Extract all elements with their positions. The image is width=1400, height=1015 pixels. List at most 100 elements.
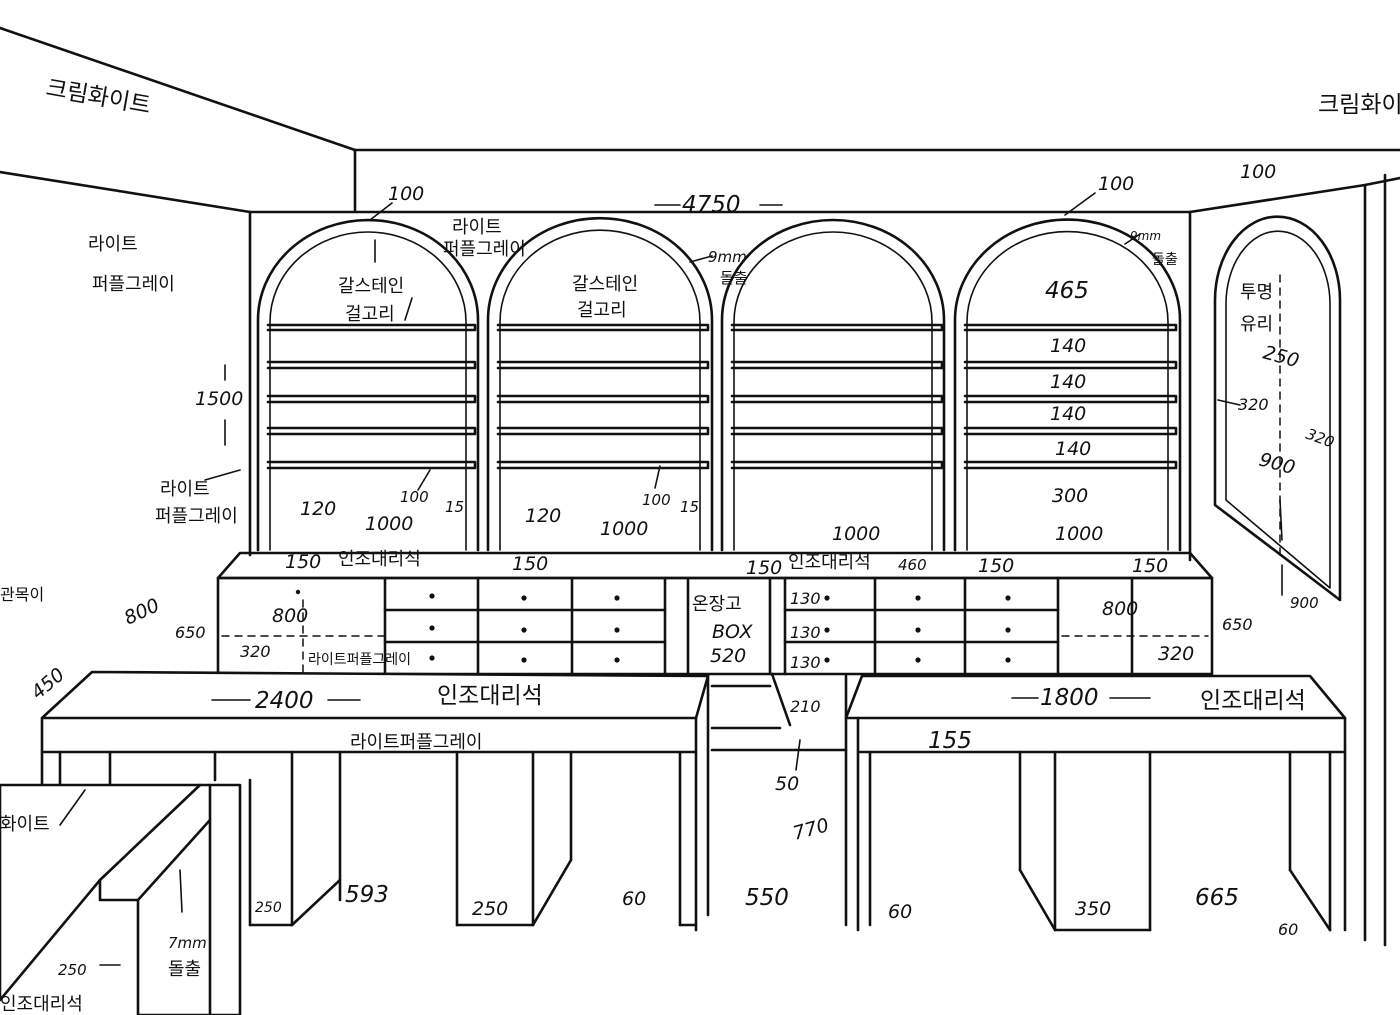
leader-lines bbox=[59, 192, 1283, 966]
dim-d130-a: 130 bbox=[790, 589, 821, 608]
dim-d250-c: 250 bbox=[58, 961, 87, 979]
label-fridge-1: 온장고 bbox=[692, 594, 742, 615]
dim-d150-c: 150 bbox=[746, 557, 782, 579]
dim-d130-c: 130 bbox=[790, 653, 821, 672]
dim-d800-c: 800 bbox=[1102, 598, 1138, 620]
label-marble-counter-mid: 인조대리석 bbox=[788, 552, 871, 573]
dim-d150-d: 150 bbox=[978, 555, 1014, 577]
dim-d15-b: 15 bbox=[680, 498, 699, 516]
label-top-light-1: 라이트 bbox=[452, 217, 502, 238]
dim-d350: 350 bbox=[1075, 898, 1111, 920]
dim-d320-a: 320 bbox=[240, 642, 271, 661]
dim-d320-b: 320 bbox=[1158, 643, 1194, 665]
dim-d150-e: 150 bbox=[1132, 555, 1168, 577]
dim-w1000-c: 1000 bbox=[832, 523, 880, 545]
dim-shelf-140-c: 140 bbox=[1050, 403, 1086, 425]
label-stainless-1b: 걸고리 bbox=[345, 304, 395, 325]
label-side-light-2: 퍼플그레이 bbox=[155, 506, 238, 527]
label-glass-1: 투명 bbox=[1240, 282, 1273, 303]
dim-d900-a: 900 bbox=[1257, 449, 1298, 480]
dim-d900-b: 900 bbox=[1290, 594, 1319, 612]
table-right bbox=[844, 674, 1347, 932]
arched-window bbox=[1213, 215, 1342, 602]
dim-d320-win-b: 320 bbox=[1304, 425, 1337, 452]
dim-d60-b: 60 bbox=[888, 901, 912, 923]
arch-shelf-4 bbox=[953, 218, 1182, 552]
dim-arch-top-2: 100 bbox=[1098, 173, 1134, 195]
label-expose-4: 돌출 bbox=[720, 269, 748, 287]
label-cream-white-left: 크림화이트 bbox=[44, 75, 153, 119]
label-expose-6: 돌출 bbox=[168, 959, 201, 980]
dim-d2400: 2400 bbox=[255, 688, 314, 714]
shelf-boards bbox=[266, 323, 1178, 470]
dim-d250-win: 250 bbox=[1261, 342, 1302, 373]
dim-arch-top-3: 100 bbox=[1240, 161, 1276, 183]
label-marble-bottom: 인조대리석 bbox=[0, 994, 83, 1015]
arch-shelf-3 bbox=[720, 218, 946, 552]
dim-d460: 460 bbox=[898, 556, 927, 574]
dim-d520: 520 bbox=[710, 645, 746, 667]
dim-d800-a: 800 bbox=[121, 594, 163, 629]
table-left bbox=[40, 670, 710, 932]
dim-d650-b: 650 bbox=[1222, 615, 1253, 634]
arch-shelf-1 bbox=[256, 218, 480, 552]
label-table-color: 라이트퍼플그레이 bbox=[350, 732, 482, 753]
dim-d100-a: 100 bbox=[400, 488, 429, 506]
dim-d120-a: 120 bbox=[300, 498, 336, 520]
label-glass-2: 유리 bbox=[1240, 314, 1273, 335]
label-stainless-1a: 갈스테인 bbox=[338, 276, 404, 297]
corner-counter bbox=[0, 783, 242, 1015]
label-expose-1: 9mm bbox=[1130, 229, 1161, 243]
dim-d150-a: 150 bbox=[285, 551, 321, 573]
dim-shelf-top: 465 bbox=[1045, 278, 1089, 304]
dim-w1000-d: 1000 bbox=[1055, 523, 1103, 545]
dim-d250-a: 250 bbox=[255, 900, 282, 916]
dim-d60-c: 60 bbox=[1278, 920, 1298, 939]
label-stainless-2a: 갈스테인 bbox=[572, 274, 638, 295]
dim-d50: 50 bbox=[775, 773, 799, 795]
label-fridge-2: BOX bbox=[712, 621, 753, 643]
dim-shelf-140-d: 140 bbox=[1055, 438, 1091, 460]
labels: 크림화이트 크림화이트 라이트 퍼플그레이 라이트 퍼플그레이 라이트 퍼플그레… bbox=[0, 75, 1400, 1015]
center-bridge bbox=[710, 672, 848, 752]
dim-d1800: 1800 bbox=[1040, 685, 1099, 711]
label-expose-5: 7mm bbox=[168, 934, 207, 952]
label-white-bottom: 화이트 bbox=[0, 814, 50, 835]
label-stainless-2b: 걸고리 bbox=[577, 300, 627, 321]
dim-d320-win-a: 320 bbox=[1238, 395, 1269, 414]
room-walls bbox=[0, 26, 1400, 947]
dim-total-width: 4750 bbox=[682, 192, 741, 218]
label-left-edge: 관목이 bbox=[0, 585, 44, 604]
dim-d210: 210 bbox=[790, 697, 821, 716]
label-marble-counter-left: 인조대리석 bbox=[338, 549, 421, 570]
dim-d100-b: 100 bbox=[642, 491, 671, 509]
dim-arch-top-1: 100 bbox=[388, 183, 424, 205]
dim-height-1500: 1500 bbox=[195, 388, 243, 410]
dim-shelf-140-a: 140 bbox=[1050, 335, 1086, 357]
label-expose-3: 9mm bbox=[708, 248, 747, 266]
dim-d15-a: 15 bbox=[445, 498, 464, 516]
dim-d650-a: 650 bbox=[175, 623, 206, 642]
label-light-1: 라이트 bbox=[88, 234, 138, 255]
label-expose-2: 돌출 bbox=[1152, 252, 1178, 268]
dim-d60-a: 60 bbox=[622, 888, 646, 910]
dim-d250-b: 250 bbox=[472, 898, 508, 920]
label-marble-table-left: 인조대리석 bbox=[437, 683, 543, 709]
dim-d800-b: 800 bbox=[272, 605, 308, 627]
dim-d155: 155 bbox=[928, 728, 972, 754]
dim-d120-b: 120 bbox=[525, 505, 561, 527]
label-light-2: 퍼플그레이 bbox=[92, 274, 175, 295]
lower-cabinet bbox=[216, 551, 1214, 676]
label-drawer-color: 라이트퍼플그레이 bbox=[308, 652, 411, 668]
dim-d550: 550 bbox=[745, 885, 789, 911]
dim-d770: 770 bbox=[791, 814, 832, 845]
dim-shelf-140-b: 140 bbox=[1050, 371, 1086, 393]
arch-shelf-2 bbox=[486, 216, 714, 552]
dimensions: 4750 100 100 100 1500 465 140 140 140 14… bbox=[27, 161, 1337, 979]
dim-w1000-b: 1000 bbox=[600, 518, 648, 540]
label-top-light-2: 퍼플그레이 bbox=[443, 239, 526, 260]
dim-d130-b: 130 bbox=[790, 623, 821, 642]
dim-shelf-300: 300 bbox=[1052, 485, 1088, 507]
dim-d150-b: 150 bbox=[512, 553, 548, 575]
